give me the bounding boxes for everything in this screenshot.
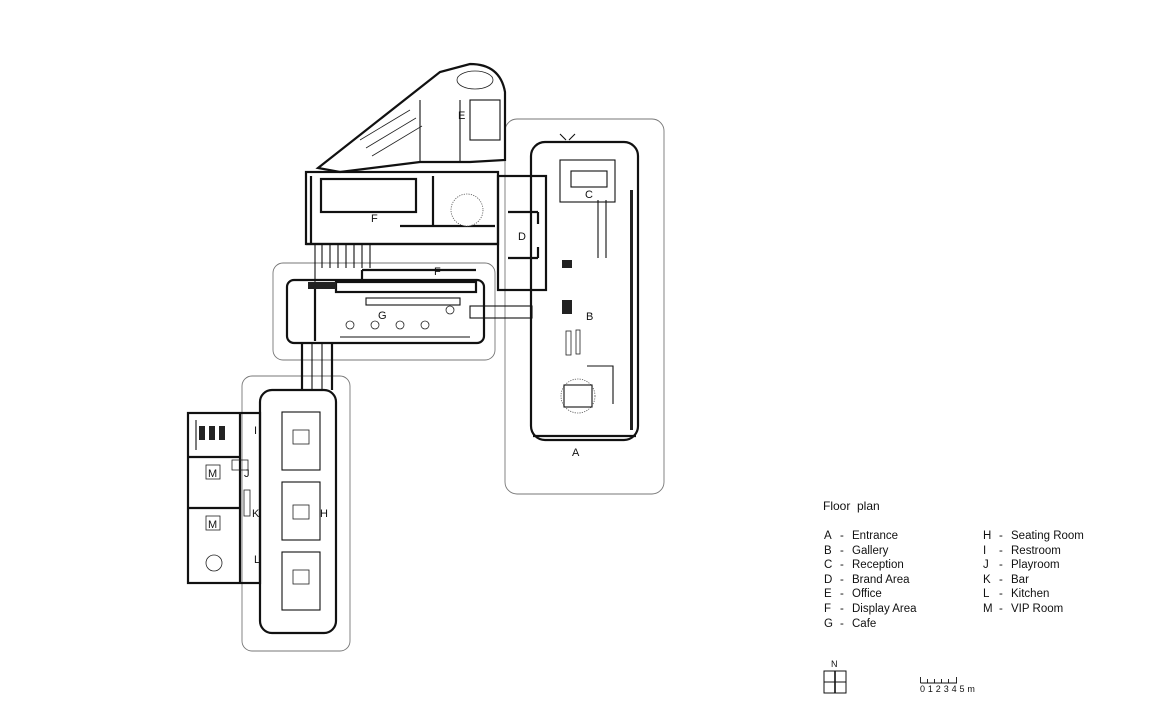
legend-key: L [983,588,990,601]
legend-key: M [983,602,993,615]
legend-name: Gallery [852,544,889,557]
legend-dash: - [999,559,1003,572]
legend-dash: - [999,530,1003,542]
legend-dash: - [840,573,844,586]
legend-title: Floor plan [823,499,880,513]
zone-label-f-lower: F [434,266,441,278]
legend-key: I [983,544,987,557]
legend-key: A [824,530,832,542]
office-wing [315,62,507,174]
zone-label-l: L [254,554,260,566]
legend-name: Brand Area [852,573,910,586]
seating-wing-site-outline [241,375,351,652]
legend-key: E [824,588,832,601]
scale-label: 0 1 2 3 4 5 m [920,684,976,694]
legend-dash: - [840,559,844,572]
legend-row: F-Display Area [824,602,917,617]
zone-label-g: G [378,310,387,322]
legend-column-left: A-Entrance B-Gallery C-Reception D-Brand… [824,529,917,631]
zone-label-b: B [586,311,593,323]
legend-dash: - [840,588,844,601]
legend-name: Cafe [852,617,877,630]
legend-row: A-Entrance [824,529,917,544]
zone-label-m-upper: M [208,468,217,480]
legend-name: Reception [852,559,904,572]
legend-row: D-Brand Area [824,573,917,588]
legend-key: D [824,573,833,586]
legend-row: H-Seating Room [983,529,1084,544]
legend-row: B-Gallery [824,544,917,559]
legend-row: J-Playroom [983,558,1084,573]
zone-label-c: C [585,189,593,201]
legend-dash: - [840,617,844,630]
legend-dash: - [840,602,844,615]
zone-label-j: J [244,468,250,480]
brand-area [469,174,548,319]
legend-name: Restroom [1011,544,1061,557]
legend-dash: - [999,573,1003,586]
zone-label-d: D [518,231,526,243]
legend-row: I-Restroom [983,544,1084,559]
legend-key: H [983,530,992,542]
zone-label-m-lower: M [208,519,217,531]
legend-key: J [983,559,989,572]
legend-row: C-Reception [824,558,917,573]
legend-name: Kitchen [1011,588,1050,601]
zone-label-h: H [320,508,328,520]
legend-column-right: H-Seating Room I-Restroom J-Playroom K-B… [983,529,1084,617]
legend-row: K-Bar [983,573,1084,588]
zone-label-i: I [254,425,257,437]
zone-label-e: E [458,110,465,122]
legend-dash: - [999,544,1003,557]
link-corridor [300,343,334,390]
legend-row: G-Cafe [824,617,917,632]
zone-label-k: K [252,508,260,520]
legend-name: Playroom [1011,559,1060,572]
legend-dash: - [840,530,844,542]
zone-label-a: A [572,447,580,459]
legend-key: B [824,544,832,557]
cafe-block [285,268,486,345]
zone-label-f-upper: F [371,213,378,225]
north-label: N [831,659,838,669]
scale-bar-icon [920,677,957,684]
north-arrow-icon [823,670,847,694]
legend-name: Office [852,588,882,601]
legend-dash: - [840,544,844,557]
legend-row: M-VIP Room [983,602,1084,617]
legend-name: Entrance [852,530,899,542]
legend-key: G [824,617,833,630]
legend-key: C [824,559,833,572]
legend-name: Display Area [852,602,917,615]
legend-dash: - [999,588,1003,601]
legend-name: VIP Room [1011,602,1064,615]
legend-row: L-Kitchen [983,587,1084,602]
legend-name: Bar [1011,573,1029,586]
legend-name: Seating Room [1011,530,1084,542]
legend-key: F [824,602,832,615]
service-block [186,411,262,585]
legend-row: E-Office [824,587,917,602]
legend-key: K [983,573,991,586]
legend-dash: - [999,602,1003,615]
display-area-upper [304,170,500,290]
cafe-site-outline [272,262,496,361]
